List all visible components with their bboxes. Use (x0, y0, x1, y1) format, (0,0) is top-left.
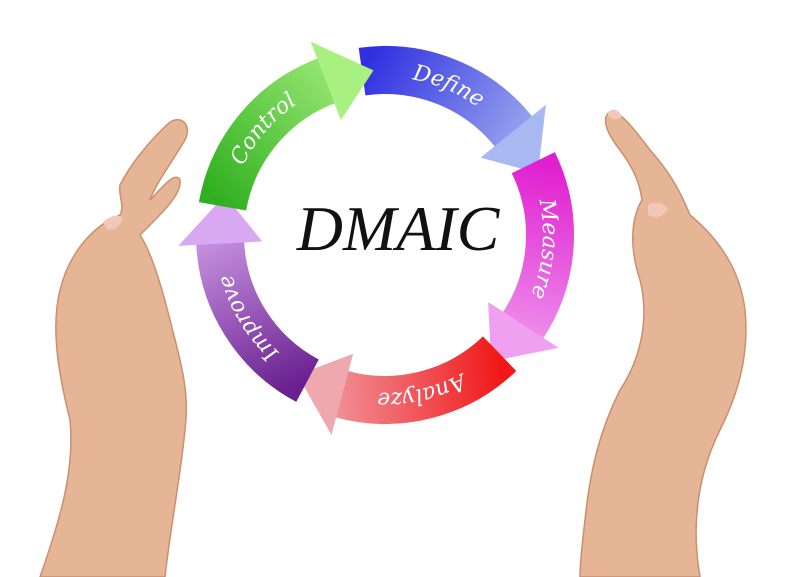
arrowhead-icon (480, 104, 546, 174)
step-arrow-improve: Improve (178, 195, 320, 402)
arrowhead-icon (297, 353, 354, 435)
step-arrow-analyze: Analyze (297, 336, 517, 435)
arrowhead-icon (310, 41, 374, 121)
right-hand (579, 111, 747, 577)
right-hand-fingernail (608, 109, 622, 119)
step-arrow-define: Define (358, 46, 546, 174)
arrow-body (198, 57, 338, 212)
right-hand-fingernail (648, 202, 668, 217)
arrowhead-icon (488, 301, 559, 362)
dmaic-title: DMAIC (296, 193, 501, 264)
arrow-body (501, 152, 574, 341)
step-arrow-control: Control (198, 41, 374, 212)
left-hand-fingernail (103, 215, 123, 230)
arrow-body (332, 336, 517, 424)
step-arrow-measure: Measure (488, 152, 574, 362)
arrowhead-icon (178, 195, 263, 246)
left-hand (39, 119, 189, 577)
arrow-body (358, 46, 534, 149)
arrow-body (196, 239, 320, 402)
